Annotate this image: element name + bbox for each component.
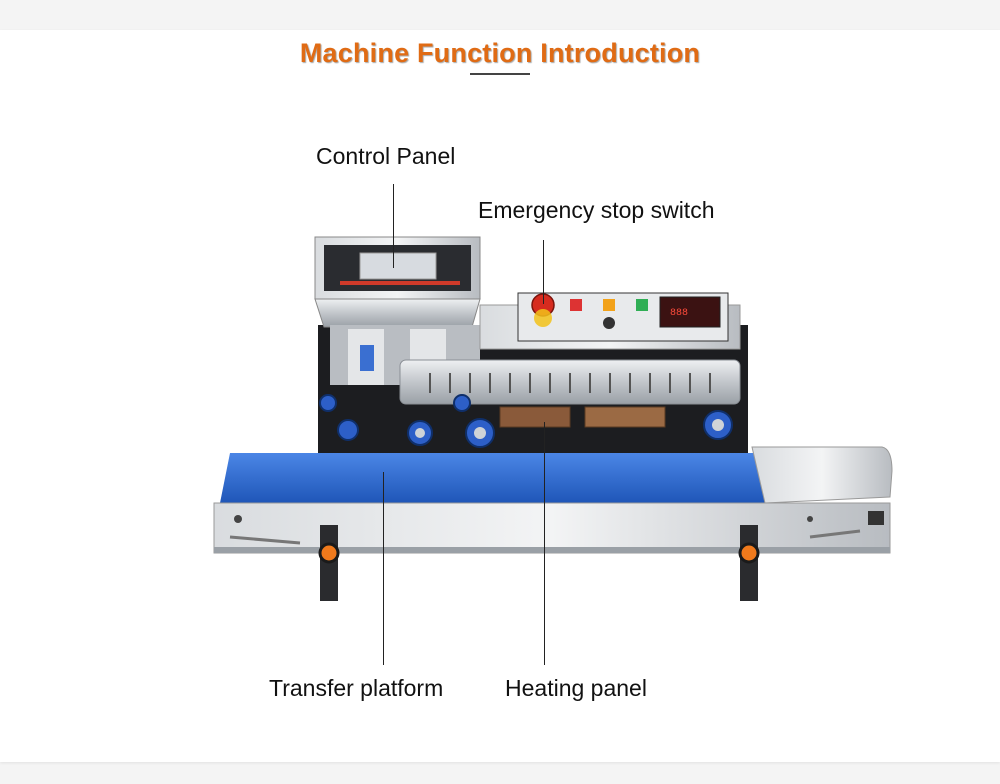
leader-emergency-stop [543, 240, 544, 304]
indicator-lights-icon [570, 299, 582, 311]
adjustment-knob-icon [318, 525, 760, 601]
leader-transfer-platform [383, 472, 384, 665]
page-title: Machine Function Introduction [299, 38, 701, 68]
svg-text:888: 888 [670, 308, 688, 319]
label-emergency-stop: Emergency stop switch [478, 197, 715, 223]
label-transfer-platform: Transfer platform [269, 675, 444, 701]
sealing-machine-illustration: 888 [213, 236, 893, 601]
temperature-display-icon [659, 296, 721, 328]
conveyor-belt-icon [220, 453, 765, 503]
conveyor-frame [213, 502, 891, 554]
leader-heating-panel [544, 422, 545, 665]
label-heating-panel: Heating panel [505, 675, 647, 701]
leader-control-panel [393, 184, 394, 268]
heater-cover [399, 359, 741, 405]
control-screen-icon [359, 252, 437, 280]
control-panel-housing [314, 236, 481, 385]
operation-panel: 888 [517, 292, 729, 342]
label-control-panel: Control Panel [316, 143, 456, 169]
heating-block [499, 406, 571, 428]
title-underline [470, 73, 530, 75]
